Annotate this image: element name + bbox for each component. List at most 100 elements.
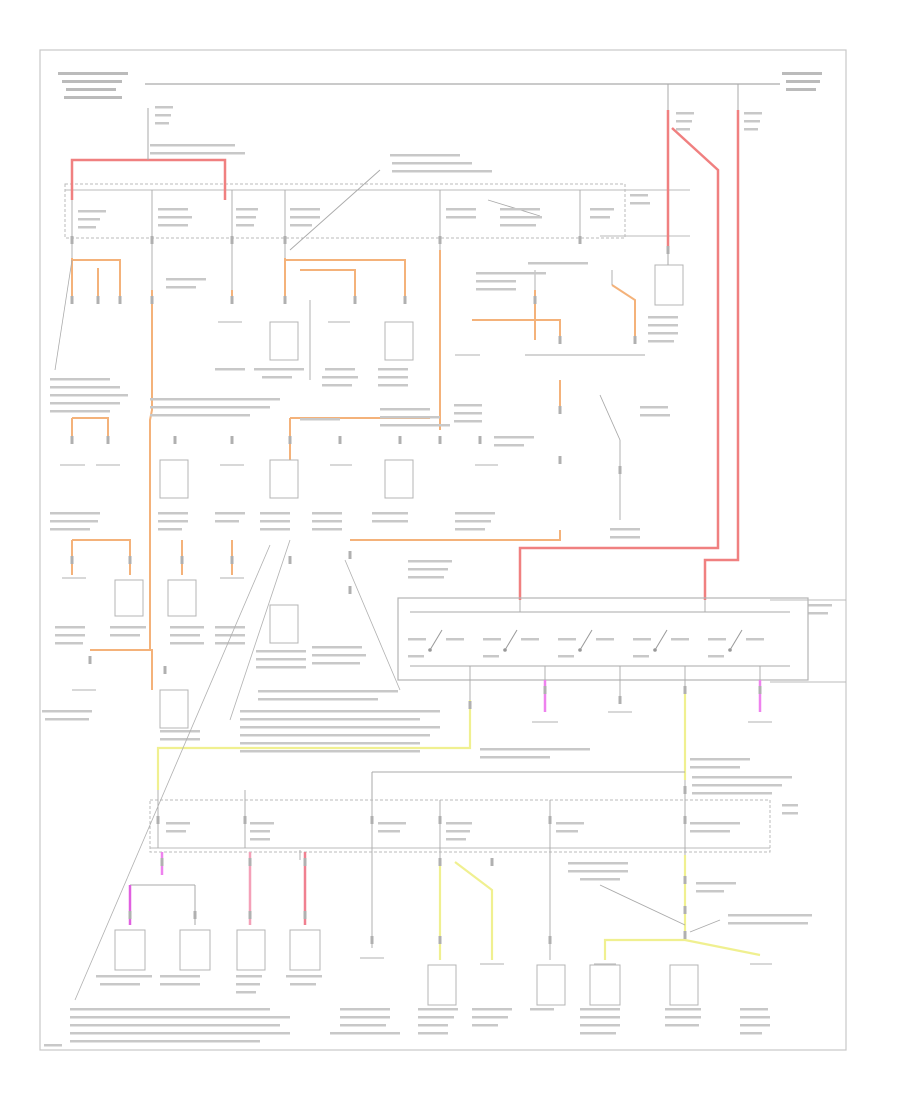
connector-mark [558,406,562,414]
connector-mark [96,296,100,304]
red-feed-right-2 [518,127,720,600]
connector-mark [370,816,374,824]
orange-junction-top [71,417,109,440]
connector-mark [230,556,234,564]
orange-right-relay-2 [611,284,636,340]
relay-box-inner-lines [410,600,790,667]
connector-mark [338,436,342,444]
relay-outputs [469,666,761,700]
connector-mark [683,931,687,939]
connector-mark [438,236,442,244]
connector-mark [88,656,92,664]
connector-mark [683,816,687,824]
orange-left-1 [71,258,121,300]
connector-mark [478,436,482,444]
relay-switch-3 [558,629,614,658]
connector-mark [288,436,292,444]
connector-mark [348,586,352,594]
orange-right-relay [472,290,561,340]
connector-mark [248,858,252,866]
connector-mark [106,436,110,444]
orange-main-left [149,290,153,650]
connector-mark [303,858,307,866]
lower-thin-wires [130,780,721,960]
relay-grounds [532,711,772,723]
connector-mark [666,246,670,254]
components-top [114,321,414,729]
connector-mark [156,816,160,824]
connector-mark [578,236,582,244]
relay-switch-2 [483,629,539,658]
connector-mark [353,296,357,304]
top-thin-wires [71,169,645,520]
connector-mark [150,296,154,304]
connector-mark [283,236,287,244]
connector-mark [230,296,234,304]
connectors-group [70,236,762,944]
relay-switch-1 [408,629,464,658]
connector-mark [193,911,197,919]
orange-center [284,258,406,300]
connector-mark [118,296,122,304]
connector-mark [548,816,552,824]
connector-mark [70,436,74,444]
connector-mark [683,876,687,884]
diagram-border [39,49,847,1051]
connector-mark [548,936,552,944]
red-feed-right-3 [703,110,740,600]
connector-mark [230,436,234,444]
yellow-main-left [156,700,472,790]
connector-mark [70,296,74,304]
connector-mark [230,236,234,244]
yellow-lower-2 [454,861,494,960]
top-left-label [58,72,128,99]
components-bottom [114,929,699,1006]
connector-mark [490,858,494,866]
relay-switch-5 [708,629,764,658]
connector-mark [558,336,562,344]
connector-mark [633,336,637,344]
relay-switch-4 [633,629,689,658]
connector-mark [160,858,164,866]
connector-mark [348,551,352,559]
orange-right-drop [350,380,561,541]
connector-mark [128,911,132,919]
connector-mark [243,816,247,824]
top-right-label [782,72,822,91]
orange-lower-low [90,649,153,690]
leader-lines [74,539,401,1001]
fuse-block-bottom [149,799,771,853]
label-marks [42,106,832,1047]
connector-mark [163,666,167,674]
connector-mark [128,556,132,564]
connector-mark [288,556,292,564]
connector-mark [438,936,442,944]
connector-mark [173,436,177,444]
orange-lower-mid [181,540,233,575]
connector-mark [283,296,287,304]
connector-mark [70,236,74,244]
connector-mark [403,296,407,304]
connector-mark [438,816,442,824]
left-fan-1 [54,259,73,371]
connector-mark [758,686,762,694]
connector-mark [618,466,622,474]
lower-grounds [360,957,772,965]
connector-mark [683,906,687,914]
component-starter [654,264,684,306]
connector-mark [248,911,252,919]
connector-mark [70,556,74,564]
orange-left-lower [71,539,131,575]
connector-mark [438,436,442,444]
red-feed-top [70,158,227,200]
connector-mark [303,911,307,919]
connector-mark [558,456,562,464]
relays-group [408,629,764,658]
fuse-block-top [64,183,626,239]
ground-marks [60,321,498,691]
connector-mark [618,696,622,704]
connector-mark [533,296,537,304]
connector-mark [683,786,687,794]
